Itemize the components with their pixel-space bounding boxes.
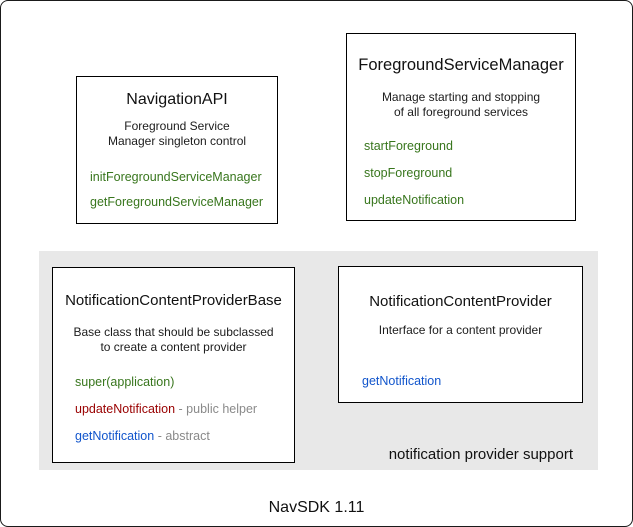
method-item: startForeground	[364, 139, 575, 154]
method-name: initForegroundServiceManager	[90, 170, 262, 184]
class-title: ForegroundServiceManager	[358, 56, 564, 74]
class-title: NotificationContentProviderBase	[65, 292, 282, 309]
method-name: stopForeground	[364, 166, 453, 180]
class-description-line: to create a content provider	[100, 340, 247, 354]
class-box-notification-content-provider: NotificationContentProvider Interface fo…	[338, 266, 583, 403]
method-name: startForeground	[364, 139, 453, 153]
class-box-notification-content-provider-base: NotificationContentProviderBase Base cla…	[52, 267, 295, 463]
method-item: getNotification	[362, 374, 582, 389]
method-list: startForeground stopForeground updateNot…	[347, 139, 575, 208]
method-name: getForegroundServiceManager	[90, 195, 264, 209]
method-name: getNotification	[362, 374, 442, 388]
class-description-line: Foreground Service	[124, 119, 230, 133]
method-annotation: - public helper	[175, 402, 258, 416]
method-item: super(application)	[75, 375, 294, 390]
method-item: stopForeground	[364, 166, 575, 181]
class-title: NavigationAPI	[126, 91, 228, 108]
class-description: Interface for a content provider	[339, 323, 582, 338]
method-list: getNotification	[339, 374, 582, 389]
class-description-line: Base class that should be subclassed	[73, 325, 274, 339]
class-box-foreground-service-manager: ForegroundServiceManager Manage starting…	[346, 33, 576, 221]
method-list: initForegroundServiceManager getForegrou…	[77, 170, 277, 210]
method-name: updateNotification	[75, 402, 176, 416]
class-description-line: Manager singleton control	[107, 134, 247, 148]
method-annotation: - abstract	[154, 429, 210, 443]
method-item: initForegroundServiceManager	[90, 170, 277, 185]
method-list: super(application) updateNotification - …	[53, 375, 294, 444]
class-box-navigation-api: NavigationAPI Foreground Service Manager…	[76, 76, 278, 224]
class-description: Manage starting and stopping of all fore…	[347, 90, 575, 120]
method-item: getForegroundServiceManager	[90, 195, 277, 210]
class-description-line: of all foreground services	[393, 105, 529, 119]
method-name: updateNotification	[364, 193, 465, 207]
method-name: super(application)	[75, 375, 175, 389]
panel-label: notification provider support	[388, 446, 573, 463]
diagram-caption: NavSDK 1.11	[268, 499, 365, 516]
method-item: updateNotification	[364, 193, 575, 208]
method-item: updateNotification - public helper	[75, 402, 294, 417]
class-title: NotificationContentProvider	[369, 293, 552, 310]
class-description: Base class that should be subclassed to …	[53, 325, 294, 355]
class-description-line: Interface for a content provider	[378, 323, 543, 337]
class-description-line: Manage starting and stopping	[381, 90, 541, 104]
method-item: getNotification - abstract	[75, 429, 294, 444]
method-name: getNotification	[75, 429, 155, 443]
class-description: Foreground Service Manager singleton con…	[77, 119, 277, 149]
